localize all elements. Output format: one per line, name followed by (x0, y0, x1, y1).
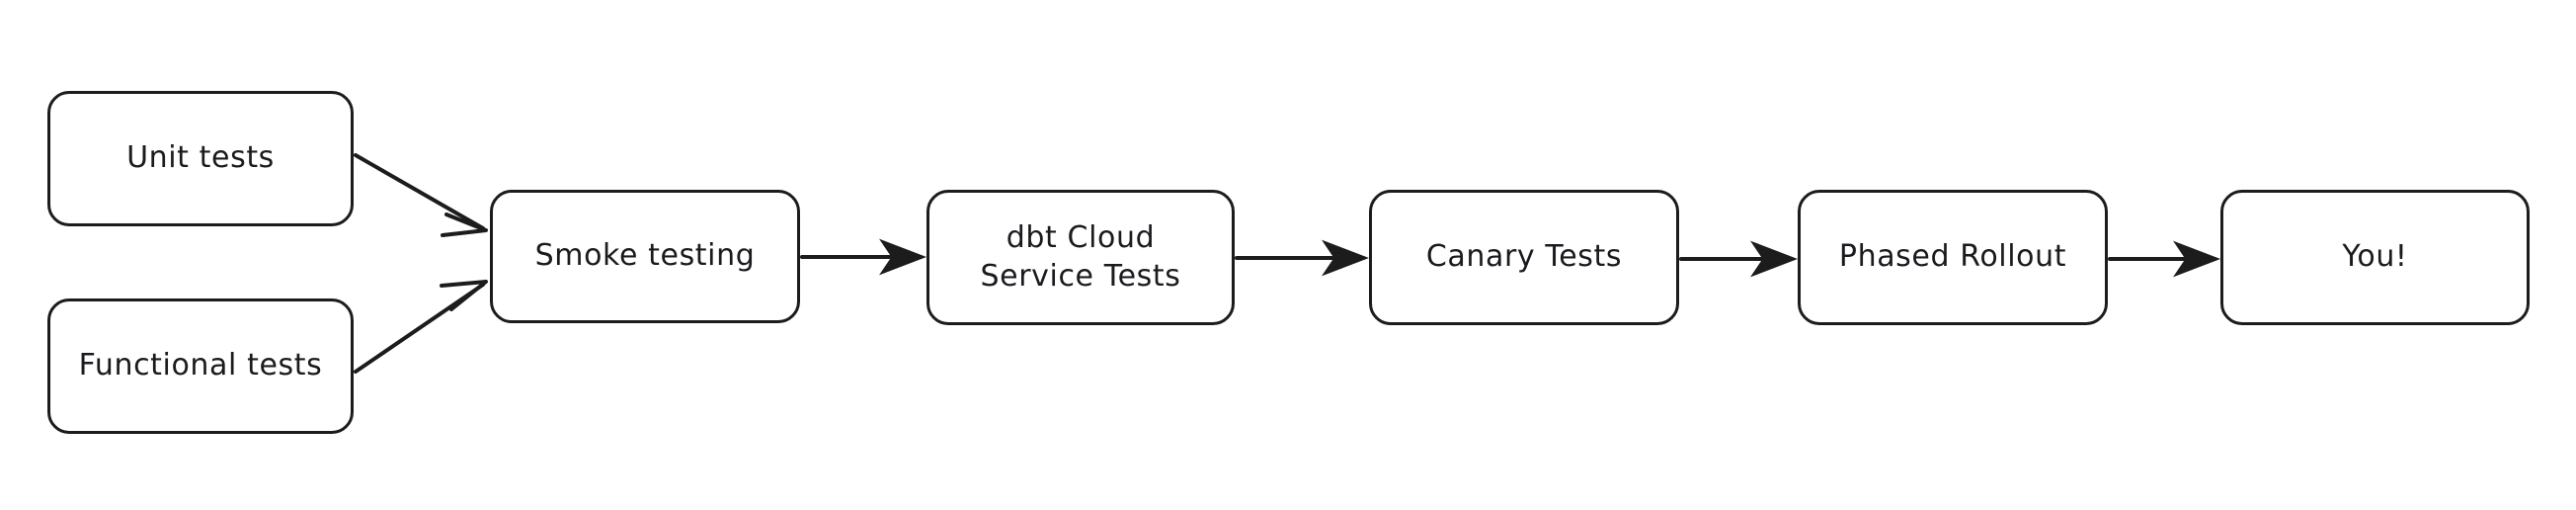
node-label-you: You! (2342, 239, 2408, 275)
node-unit-tests[interactable]: Unit tests (47, 91, 354, 226)
node-label-dbt-cloud-service-tests: dbt Cloud Service Tests (980, 220, 1181, 294)
node-label-unit-tests: Unit tests (126, 140, 275, 176)
node-canary-tests[interactable]: Canary Tests (1369, 190, 1679, 325)
node-functional-tests[interactable]: Functional tests (47, 298, 354, 434)
node-label-functional-tests: Functional tests (78, 348, 323, 383)
node-you[interactable]: You! (2220, 190, 2530, 325)
edge-unit-to-smoke (354, 153, 488, 237)
node-label-phased-rollout: Phased Rollout (1838, 239, 2067, 275)
node-phased-rollout[interactable]: Phased Rollout (1798, 190, 2108, 325)
node-dbt-cloud-service-tests[interactable]: dbt Cloud Service Tests (926, 190, 1235, 325)
node-label-canary-tests: Canary Tests (1425, 239, 1623, 275)
node-smoke-testing[interactable]: Smoke testing (490, 190, 800, 323)
edge-functional-to-smoke (354, 280, 488, 374)
node-label-smoke-testing: Smoke testing (534, 238, 756, 274)
